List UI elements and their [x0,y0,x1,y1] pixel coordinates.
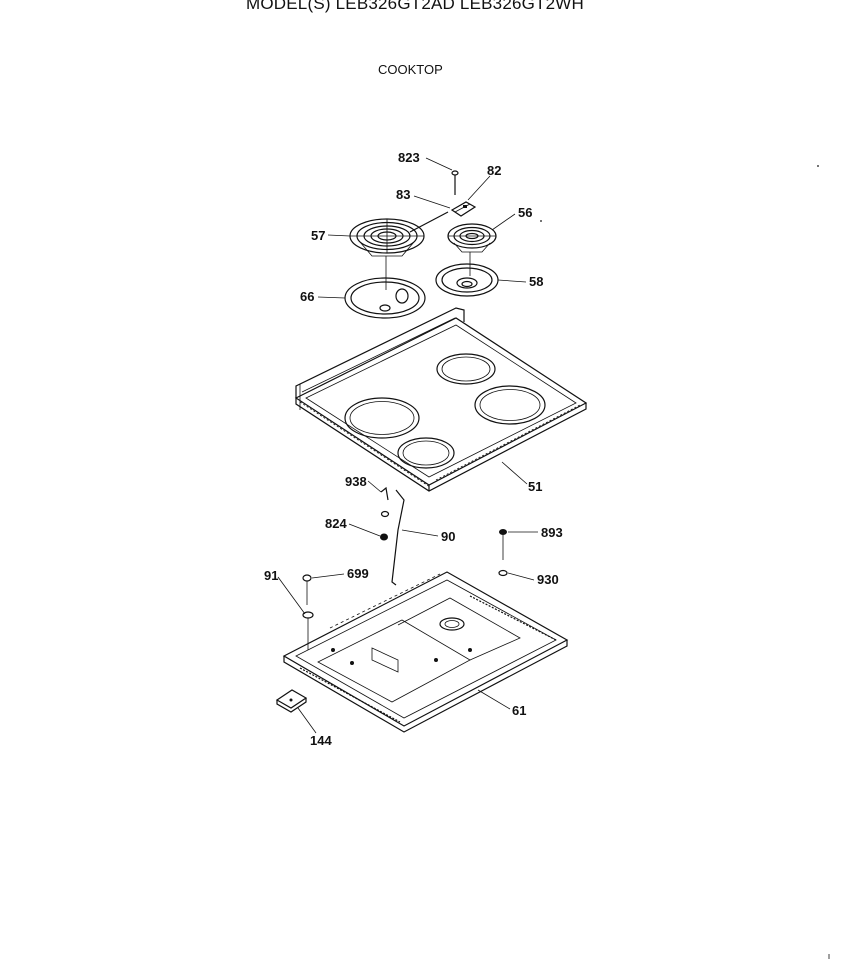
part-cooktop-51 [294,307,588,492]
callout-83: 83 [396,187,410,202]
part-clip-938 [380,486,390,518]
callout-91: 91 [264,568,278,583]
callout-58: 58 [529,274,543,289]
callout-699: 699 [347,566,369,581]
callout-893: 893 [541,525,563,540]
callout-823: 823 [398,150,420,165]
part-screw-893 [499,529,507,560]
part-clip-91 [302,611,314,650]
part-nut-824 [380,533,388,541]
part-screw-823 [451,170,459,195]
leader-lines [277,157,538,734]
callout-57: 57 [311,228,325,243]
models-heading: MODEL(S) LEB326GT2AD LEB326GT2WH [246,0,585,13]
callout-82: 82 [487,163,501,178]
part-surface-element-56 [447,223,497,253]
part-bottom-pan-61 [282,571,569,733]
part-surface-element-57 [349,211,449,257]
callout-90: 90 [441,529,455,544]
section-title: COOKTOP [378,62,443,77]
callout-938: 938 [345,474,367,489]
part-receptacle-82-83 [450,201,477,217]
part-rod-90 [391,489,405,586]
callout-61: 61 [512,703,526,718]
callout-51: 51 [528,479,542,494]
scan-speck [817,165,819,167]
callout-56: 56 [518,205,532,220]
part-bracket-144 [275,689,308,713]
callout-824: 824 [325,516,347,531]
callout-66: 66 [300,289,314,304]
part-drip-pan-58 [435,263,499,297]
callout-930: 930 [537,572,559,587]
part-screw-699 [302,574,312,605]
callout-labels: 823 82 83 56 57 58 66 51 938 824 90 893 … [264,150,563,748]
part-drip-pan-66 [344,277,426,319]
callout-144: 144 [310,733,332,748]
part-washer-930 [498,569,508,577]
scan-speck [540,220,542,222]
